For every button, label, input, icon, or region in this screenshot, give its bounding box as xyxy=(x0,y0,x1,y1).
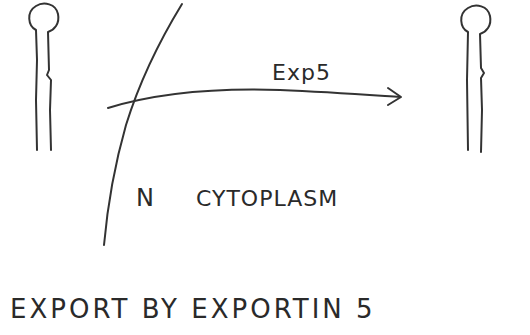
rna-hairpin xyxy=(29,4,58,150)
rna-hairpin xyxy=(461,6,490,152)
protein-label: Exp5 xyxy=(272,62,331,84)
compartment-label: CYTOPLASM xyxy=(196,188,338,210)
caption: EXPORT BY EXPORTIN 5 xyxy=(10,296,376,322)
nuclear-envelope xyxy=(104,4,182,245)
arrow-head xyxy=(388,88,401,105)
export-arrow xyxy=(108,90,400,108)
compartment-label: N xyxy=(136,186,155,210)
